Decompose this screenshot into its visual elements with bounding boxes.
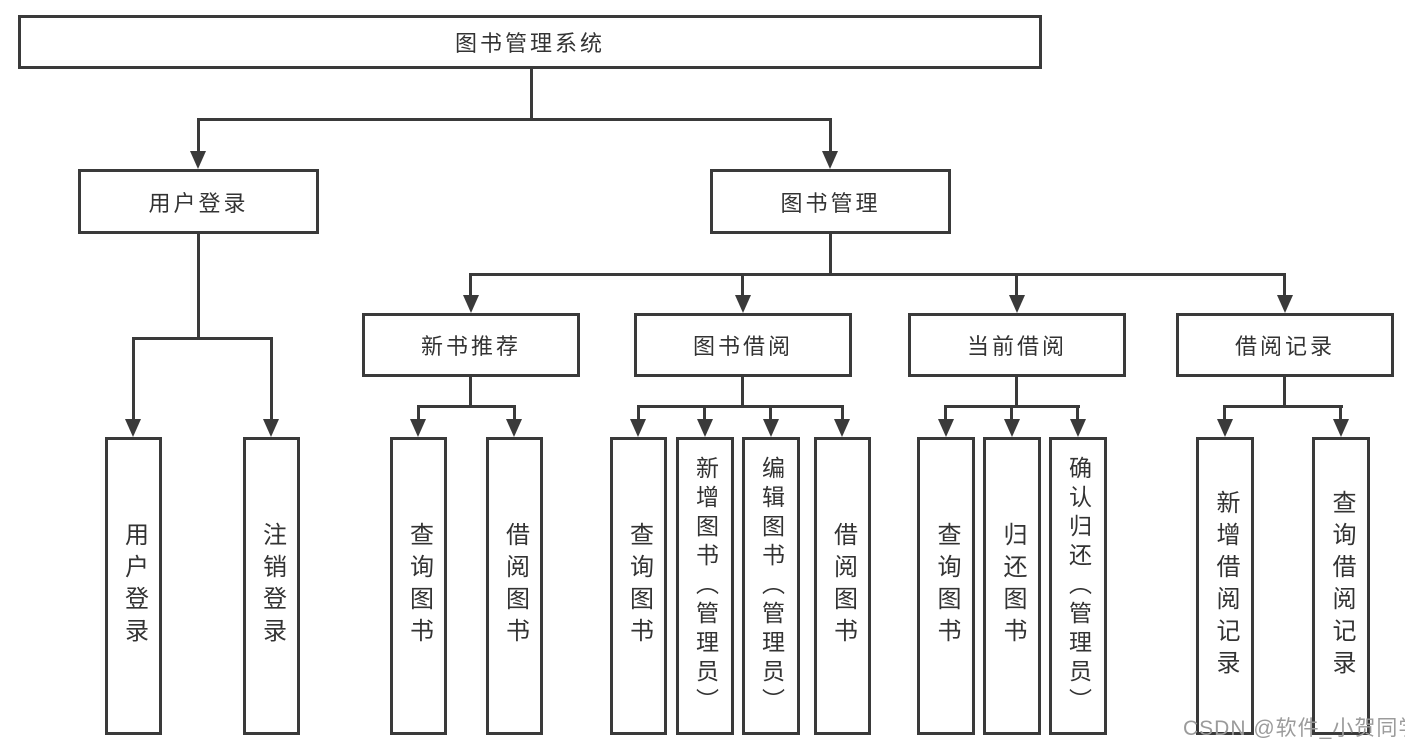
arrow-down-icon [506,419,522,437]
connector-line [944,405,947,421]
leaf-confirm-return-admin: 确认归还（管理员） [1049,437,1107,735]
arrow-down-icon [1070,419,1086,437]
connector-line [1076,405,1079,421]
leaf-add-borrow-record-label: 新增借阅记录 [1212,490,1239,682]
node-book-borrowing: 图书借阅 [634,313,852,377]
arrow-down-icon [463,295,479,313]
connector-line [829,118,832,154]
connector-line [197,118,832,121]
node-book-borrowing-label: 图书借阅 [692,334,793,359]
connector-line [637,405,843,408]
node-current-borrowing-label: 当前借阅 [966,334,1067,359]
connector-line [1223,405,1343,408]
node-user-login: 用户登录 [78,169,319,234]
connector-line [841,405,844,421]
node-user-login-label: 用户登录 [148,190,249,216]
node-current-borrowing: 当前借阅 [908,313,1126,377]
leaf-query-books-current-label: 查询图书 [933,522,960,650]
connector-line [530,69,533,118]
connector-line [1339,405,1342,421]
leaf-query-books-recommend: 查询图书 [390,437,447,735]
connector-line [513,405,516,421]
node-book-management: 图书管理 [710,169,951,234]
connector-line [197,118,200,154]
leaf-query-books-borrowing: 查询图书 [610,437,667,735]
arrow-down-icon [410,419,426,437]
node-borrowing-records-label: 借阅记录 [1234,334,1335,359]
node-new-book-recommend: 新书推荐 [362,313,580,377]
connector-line [469,273,472,297]
connector-line [637,405,640,421]
arrow-down-icon [697,419,713,437]
arrow-down-icon [822,151,838,169]
arrow-down-icon [1004,419,1020,437]
arrow-down-icon [1217,419,1233,437]
leaf-return-books: 归还图书 [983,437,1041,735]
connector-line [741,273,744,297]
connector-line [417,405,516,408]
connector-line [417,405,420,421]
node-library-system-label: 图书管理系统 [454,31,605,56]
arrow-down-icon [834,419,850,437]
leaf-edit-book-admin: 编辑图书（管理员） [742,437,800,735]
leaf-logout: 注销登录 [243,437,300,735]
arrow-down-icon [263,419,279,437]
arrow-down-icon [938,419,954,437]
leaf-user-login-label: 用户登录 [120,522,148,650]
connector-line [1283,273,1286,297]
connector-line [1015,273,1018,297]
leaf-query-books-recommend-label: 查询图书 [405,522,433,650]
leaf-edit-book-admin-label: 编辑图书（管理员） [758,455,785,717]
connector-line [1010,405,1013,421]
connector-line [741,377,744,405]
node-book-management-label: 图书管理 [780,190,881,216]
node-library-system: 图书管理系统 [18,15,1042,69]
arrow-down-icon [190,151,206,169]
leaf-borrow-books-recommend-label: 借阅图书 [501,522,529,650]
leaf-borrow-books-borrowing: 借阅图书 [814,437,871,735]
leaf-add-borrow-record: 新增借阅记录 [1196,437,1254,735]
leaf-user-login: 用户登录 [105,437,162,735]
leaf-query-books-current: 查询图书 [917,437,975,735]
connector-line [132,337,135,422]
leaf-return-books-label: 归还图书 [999,522,1026,650]
connector-line [132,337,273,340]
arrow-down-icon [735,295,751,313]
arrow-down-icon [1333,419,1349,437]
arrow-down-icon [1277,295,1293,313]
connector-line [703,405,706,421]
connector-line [1223,405,1226,421]
arrow-down-icon [125,419,141,437]
leaf-query-books-borrowing-label: 查询图书 [625,522,653,650]
node-new-book-recommend-label: 新书推荐 [420,334,521,359]
connector-line [829,234,832,273]
arrow-down-icon [1009,295,1025,313]
connector-line [1283,377,1286,405]
connector-line [197,234,200,337]
arrow-down-icon [763,419,779,437]
leaf-borrow-books-recommend: 借阅图书 [486,437,543,735]
connector-line [1015,377,1018,405]
leaf-confirm-return-admin-label: 确认归还（管理员） [1065,455,1092,717]
connector-line [469,377,472,405]
node-borrowing-records: 借阅记录 [1176,313,1394,377]
leaf-query-borrow-record: 查询借阅记录 [1312,437,1370,735]
leaf-logout-label: 注销登录 [258,522,286,650]
connector-line [769,405,772,421]
connector-line [270,337,273,422]
csdn-watermark: CSDN @软件_小贺同学 [1183,717,1405,740]
connector-line [469,273,1286,276]
leaf-query-borrow-record-label: 查询借阅记录 [1328,490,1355,682]
leaf-add-book-admin-label: 新增图书（管理员） [692,455,719,717]
leaf-borrow-books-borrowing-label: 借阅图书 [829,522,857,650]
arrow-down-icon [630,419,646,437]
leaf-add-book-admin: 新增图书（管理员） [676,437,734,735]
